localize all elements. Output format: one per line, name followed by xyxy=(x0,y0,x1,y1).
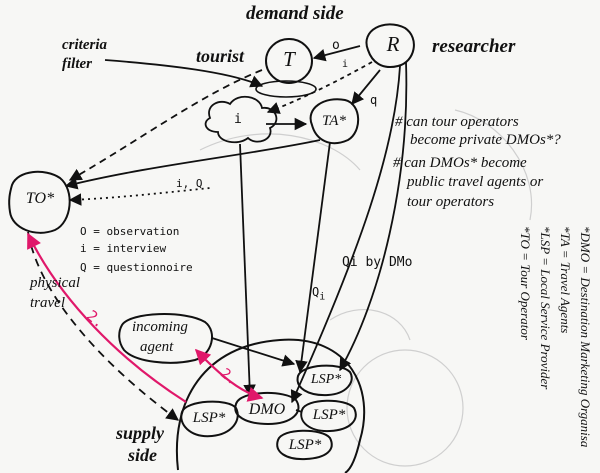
edge-label-q-dmo-rest: i by DMo xyxy=(349,255,413,270)
lsp-node-left: LSP* xyxy=(192,410,226,426)
travel-agent-node-shape xyxy=(309,98,360,145)
lsp-node-bottom-shape xyxy=(276,429,333,461)
interview-cloud xyxy=(204,95,278,144)
travel-agent-node: TA* xyxy=(322,113,346,129)
filter-oval xyxy=(255,80,317,98)
edge-label-q-lsp-letter: Q xyxy=(312,285,320,299)
legend-code-o: O = observation xyxy=(80,225,180,238)
tourist-label: tourist xyxy=(196,46,245,66)
faint-sketch-marks xyxy=(199,109,533,467)
researcher-node-shape xyxy=(365,23,415,68)
edge-label-q-lsp-sub: i xyxy=(319,291,326,303)
footnote-ta: *TA = Travel Agents xyxy=(558,226,573,334)
lsp-node-right-mid-shape xyxy=(300,399,357,433)
question-line-3: # can DMOs* become xyxy=(393,155,527,171)
physical-travel-label-line1: physical xyxy=(30,275,80,291)
legend-code-q: Q = questionnoire xyxy=(80,261,193,274)
tour-operator-node: TO* xyxy=(25,190,55,207)
question-line-1: # can tour operators xyxy=(395,114,519,130)
lsp-node-right-mid: LSP* xyxy=(312,407,346,423)
dmo-node: DMO xyxy=(248,401,286,418)
supply-side-label-line2: side xyxy=(128,445,157,465)
question-line-2: become private DMOs*? xyxy=(410,132,561,148)
criteria-filter-label-line2: filter xyxy=(62,56,92,72)
criteria-filter-label-line1: criteria xyxy=(62,37,107,53)
question-line-5: tour operators xyxy=(407,194,495,210)
lsp-node-left-shape xyxy=(180,400,239,438)
physical-travel-label-line2: travel xyxy=(30,295,65,311)
edge-label-o: o xyxy=(332,38,340,53)
edge-label-q: q xyxy=(370,93,378,107)
tour-operator-node-shape xyxy=(8,170,71,234)
edge-label-q-dmo: Qi by DMo xyxy=(342,256,412,270)
question-line-4: public travel agents or xyxy=(407,174,544,190)
incoming-agent-label-line1: incoming xyxy=(132,319,188,335)
edge-label-i-q: i, Q xyxy=(176,177,203,190)
lsp-node-bottom: LSP* xyxy=(288,437,322,453)
footnote-dmo: *DMO = Destination Marketing Organisa xyxy=(578,226,593,448)
red-arrows xyxy=(27,232,264,403)
supply-side-circle xyxy=(175,338,366,473)
edge-label-q-dmo-letter: Q xyxy=(342,255,350,270)
footnote-lsp: *LSP = Local Service Provider xyxy=(538,226,553,390)
supply-side-label-line1: supply xyxy=(116,423,165,443)
footnote-to: *TO = Tour Operator xyxy=(518,226,533,340)
edge-label-cloud-i: i xyxy=(234,112,242,127)
edge-label-i-sub: i xyxy=(342,59,349,70)
edge-label-q-lsp: Qi xyxy=(312,286,325,303)
arrows xyxy=(27,45,408,421)
lsp-node-right-top-shape xyxy=(296,364,353,397)
researcher-label: researcher xyxy=(432,36,516,57)
footnotes: *DMO = Destination Marketing Organisa *T… xyxy=(512,226,596,466)
incoming-agent-label-line2: agent xyxy=(140,339,174,355)
demand-side-label: demand side xyxy=(246,3,344,24)
tourist-node: T xyxy=(283,47,295,71)
lsp-node-right-top: LSP* xyxy=(310,372,342,387)
researcher-node: R xyxy=(386,32,400,56)
legend-code-i: i = interview xyxy=(80,242,167,255)
tourist-node-circle xyxy=(265,38,313,84)
